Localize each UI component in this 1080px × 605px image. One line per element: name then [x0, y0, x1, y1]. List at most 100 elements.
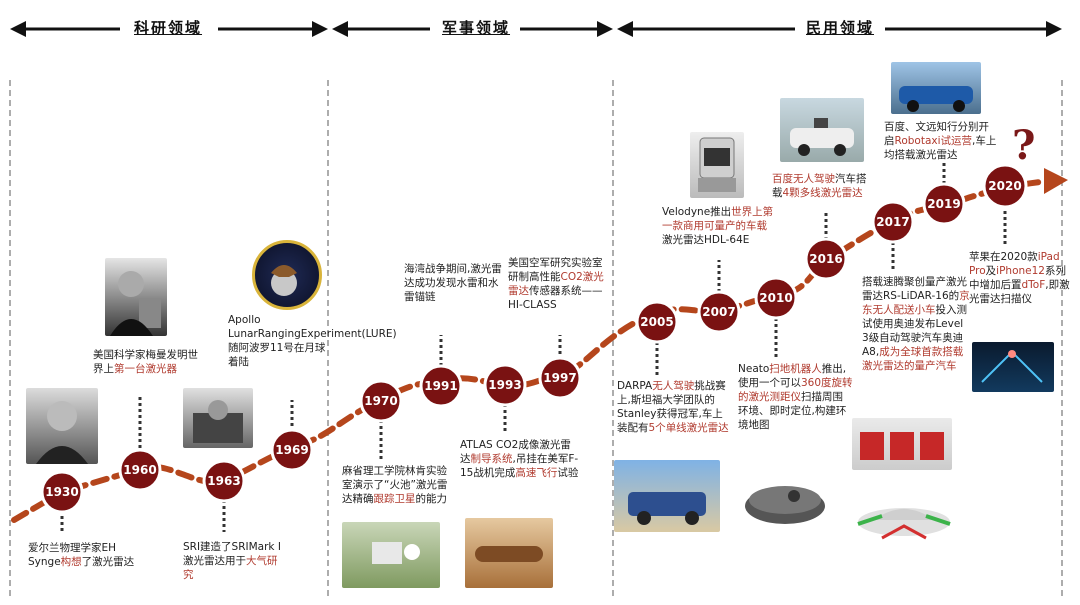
header-military: 军事领域	[436, 17, 517, 38]
scientist-portrait-photo	[26, 388, 98, 464]
milestone-1969-text: Apollo LunarRangingExperiment(LURE)随阿波罗1…	[228, 313, 397, 369]
year-nodes: 1930 1960 1963 1969 1970 1991 1993 1997 …	[40, 163, 1028, 514]
year-label: 2016	[809, 252, 842, 266]
milestone-text-run: 无人配送小车	[872, 304, 936, 316]
milestone-text-run: 时定位,构建环	[780, 405, 847, 417]
timeline-arrowhead	[1044, 168, 1068, 194]
stanley-car-photo	[614, 460, 720, 532]
milestone-text-run: 描周围环境、即	[738, 391, 843, 417]
maiman-laser-photo	[105, 258, 167, 336]
milestone-2019-text: 百度、文远知行分别开启Robotaxi试运营,车上均搭载激光雷达	[884, 120, 999, 162]
milestone-1960-text: 美国科学家梅曼发明世界上第一台激光器	[93, 348, 198, 376]
milestone-2017-text: 搭载速腾聚创量产激光雷达RS-LiDAR-16的京东无人配送小车投入测试使用奥迪…	[862, 275, 972, 373]
milestone-text-run: 汽	[835, 173, 846, 185]
node-1970: 1970	[359, 379, 403, 423]
milestone-text-run: EH Synge	[28, 542, 117, 568]
lincoln-lab-site-photo	[342, 522, 440, 588]
year-label: 2017	[876, 215, 909, 229]
milestone-text-run: 激光雷达	[915, 149, 958, 161]
robotaxi-photo	[891, 62, 981, 114]
milestone-text-run: Ranging	[257, 328, 301, 340]
milestone-text-run: 球首款搭载激光	[862, 346, 964, 372]
milestone-text-run: 曼发明世界上	[93, 349, 198, 375]
header-civil: 民用领域	[800, 17, 881, 38]
year-label: 1970	[364, 394, 397, 408]
node-stems	[60, 160, 1007, 532]
milestone-text-run: iPhone12	[996, 265, 1045, 277]
milestone-text-run: 中增加后置	[969, 279, 1022, 291]
milestone-text-run: 雷达HDL-64E	[683, 234, 750, 246]
year-label: 2005	[640, 315, 673, 329]
milestone-1991-text: 海湾战争期间,激光雷达成功发现水雷和水雷锚链	[404, 262, 504, 304]
milestone-text-run: 实验室演示了“火	[342, 465, 447, 491]
milestone-text-run: 传感器系	[529, 285, 571, 297]
milestone-text-run: 激光雷达	[460, 439, 571, 465]
milestone-text-run: 美国科学家梅	[93, 349, 156, 361]
milestone-2005-text: DARPA无人驾驶挑战赛上,斯坦福大学团队的Stanley获得冠军,车上装配有5…	[617, 379, 732, 435]
milestone-text-run: 美国空军研究	[508, 257, 571, 269]
node-1963: 1963	[202, 459, 246, 503]
milestone-2007-text: Velodyne推出世界上第一款商用可量产的车载激光雷达HDL-64E	[662, 205, 777, 247]
milestone-text-run: 界上第一款商用	[662, 206, 774, 232]
milestone-text-run: 发现水雷和水	[435, 277, 499, 289]
milestone-text-run: 激光雷达	[820, 187, 863, 199]
milestone-text-run: 车上装配有	[617, 408, 723, 434]
milestone-text-run: SRI建造了SRI	[183, 541, 249, 553]
year-label: 1960	[123, 463, 156, 477]
milestone-text-run: 推出,使用一个	[738, 363, 847, 389]
milestone-text-run: 挑战赛上,斯坦	[617, 380, 726, 406]
milestone-text-run: 别开启	[884, 121, 989, 147]
header-research: 科研领域	[128, 17, 209, 38]
milestone-text-run: ,车上均搭载	[884, 135, 997, 161]
node-2010: 2010	[754, 276, 798, 320]
node-2005: 2005	[635, 300, 679, 344]
node-1960: 1960	[118, 448, 162, 492]
milestone-text-run: 扫	[801, 391, 812, 403]
node-2019: 2019	[922, 182, 966, 226]
node-1993: 1993	[483, 363, 527, 407]
milestone-text-run: 投	[935, 304, 947, 316]
milestone-text-run: 速飞行	[525, 467, 558, 479]
milestone-1963-text: SRI建造了SRIMark I激光雷达用于大气研究	[183, 540, 283, 582]
milestone-text-run: ,即激光	[969, 279, 1070, 305]
velodyne-hdl64e-photo	[690, 132, 744, 198]
node-1930: 1930	[40, 470, 84, 514]
milestone-text-run: 激光雷达成功	[404, 263, 502, 289]
year-label: 1997	[543, 371, 576, 385]
node-2016: 2016	[804, 237, 848, 281]
node-2017: 2017	[871, 200, 915, 244]
milestone-text-run: 百度、文远知行分	[884, 121, 968, 133]
node-1991: 1991	[419, 364, 463, 408]
milestone-text-run: 性能	[539, 271, 561, 283]
milestone-text-run: 可以	[780, 377, 801, 389]
milestone-1970-text: 麻省理工学院林肯实验室演示了“火池”激光雷达精确跟踪卫星的能力	[342, 464, 457, 506]
milestone-text-run: 了	[81, 556, 93, 568]
milestone-text-run: 扫地机器人	[769, 363, 822, 375]
milestone-text-run: 第一台激光器	[114, 363, 177, 375]
milestone-text-run: 级自动驾驶汽车	[868, 332, 943, 344]
year-label: 1991	[424, 379, 457, 393]
baidu-car-photo	[780, 98, 864, 162]
milestone-text-run: 车搭载	[772, 173, 867, 199]
milestone-text-run: 百度无人驾驶	[772, 173, 835, 185]
neato-robot-photo	[742, 470, 828, 530]
milestone-text-run: 统——HI-CLASS	[508, 285, 603, 311]
milestone-text-run: 5个	[648, 422, 666, 434]
milestone-text-run: Stanley获得冠军,	[617, 408, 702, 420]
header-arrows	[10, 21, 1062, 37]
milestone-text-run: 激光雷达	[92, 556, 135, 568]
year-label: 1969	[275, 443, 308, 457]
milestone-2016-text: 百度无人驾驶汽车搭载4颗多线激光雷达	[772, 172, 872, 200]
milestone-text-run: dToF	[1021, 279, 1046, 291]
milestone-text-run: 搭载速腾聚创量	[862, 276, 936, 288]
milestone-text-run: 奥迪A8,	[862, 332, 964, 358]
milestone-1993-text: ATLAS CO2成像激光雷达制导系统,吊挂在美军F-15战机完成高速飞行试验	[460, 438, 580, 480]
milestone-text-run: Experiment	[300, 328, 362, 340]
milestone-text-run: 360度旋转	[801, 377, 853, 389]
node-2007: 2007	[697, 290, 741, 334]
node-2020: 2020	[982, 163, 1028, 209]
milestone-text-run: F-15战机完成	[460, 453, 579, 479]
milestone-text-run: 用于	[225, 555, 246, 567]
year-label: 1993	[488, 378, 521, 392]
milestone-text-run: 试验	[557, 467, 579, 479]
